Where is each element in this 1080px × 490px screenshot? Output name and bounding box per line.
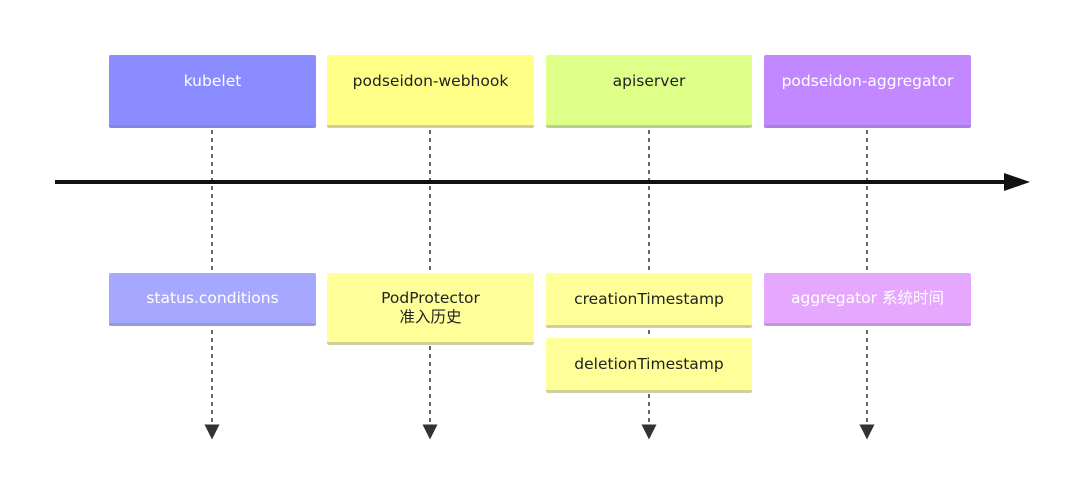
- note-pod-protector: PodProtector 准入历史: [327, 273, 534, 345]
- note-status-conditions-label: status.conditions: [146, 288, 279, 307]
- header-podseidon-aggregator: podseidon-aggregator: [764, 55, 971, 128]
- header-kubelet: kubelet: [109, 55, 316, 128]
- note-pod-protector-label: PodProtector: [381, 288, 480, 307]
- note-aggregator-time-label: aggregator 系统时间: [791, 288, 944, 307]
- header-apiserver-label: apiserver: [612, 71, 686, 90]
- header-podseidon-webhook: podseidon-webhook: [327, 55, 534, 128]
- note-pod-protector-sublabel: 准入历史: [399, 307, 462, 326]
- header-apiserver: apiserver: [546, 55, 752, 128]
- note-creation-timestamp-label: creationTimestamp: [574, 289, 724, 308]
- note-aggregator-system-time: aggregator 系统时间: [764, 273, 971, 326]
- header-aggregator-label: podseidon-aggregator: [781, 71, 954, 90]
- note-creation-timestamp: creationTimestamp: [546, 273, 752, 328]
- time-axis-arrowhead: [1004, 173, 1030, 191]
- note-deletion-timestamp-label: deletionTimestamp: [574, 354, 724, 373]
- header-webhook-label: podseidon-webhook: [352, 71, 509, 90]
- note-status-conditions: status.conditions: [109, 273, 316, 326]
- note-deletion-timestamp: deletionTimestamp: [546, 338, 752, 393]
- header-kubelet-label: kubelet: [183, 71, 242, 90]
